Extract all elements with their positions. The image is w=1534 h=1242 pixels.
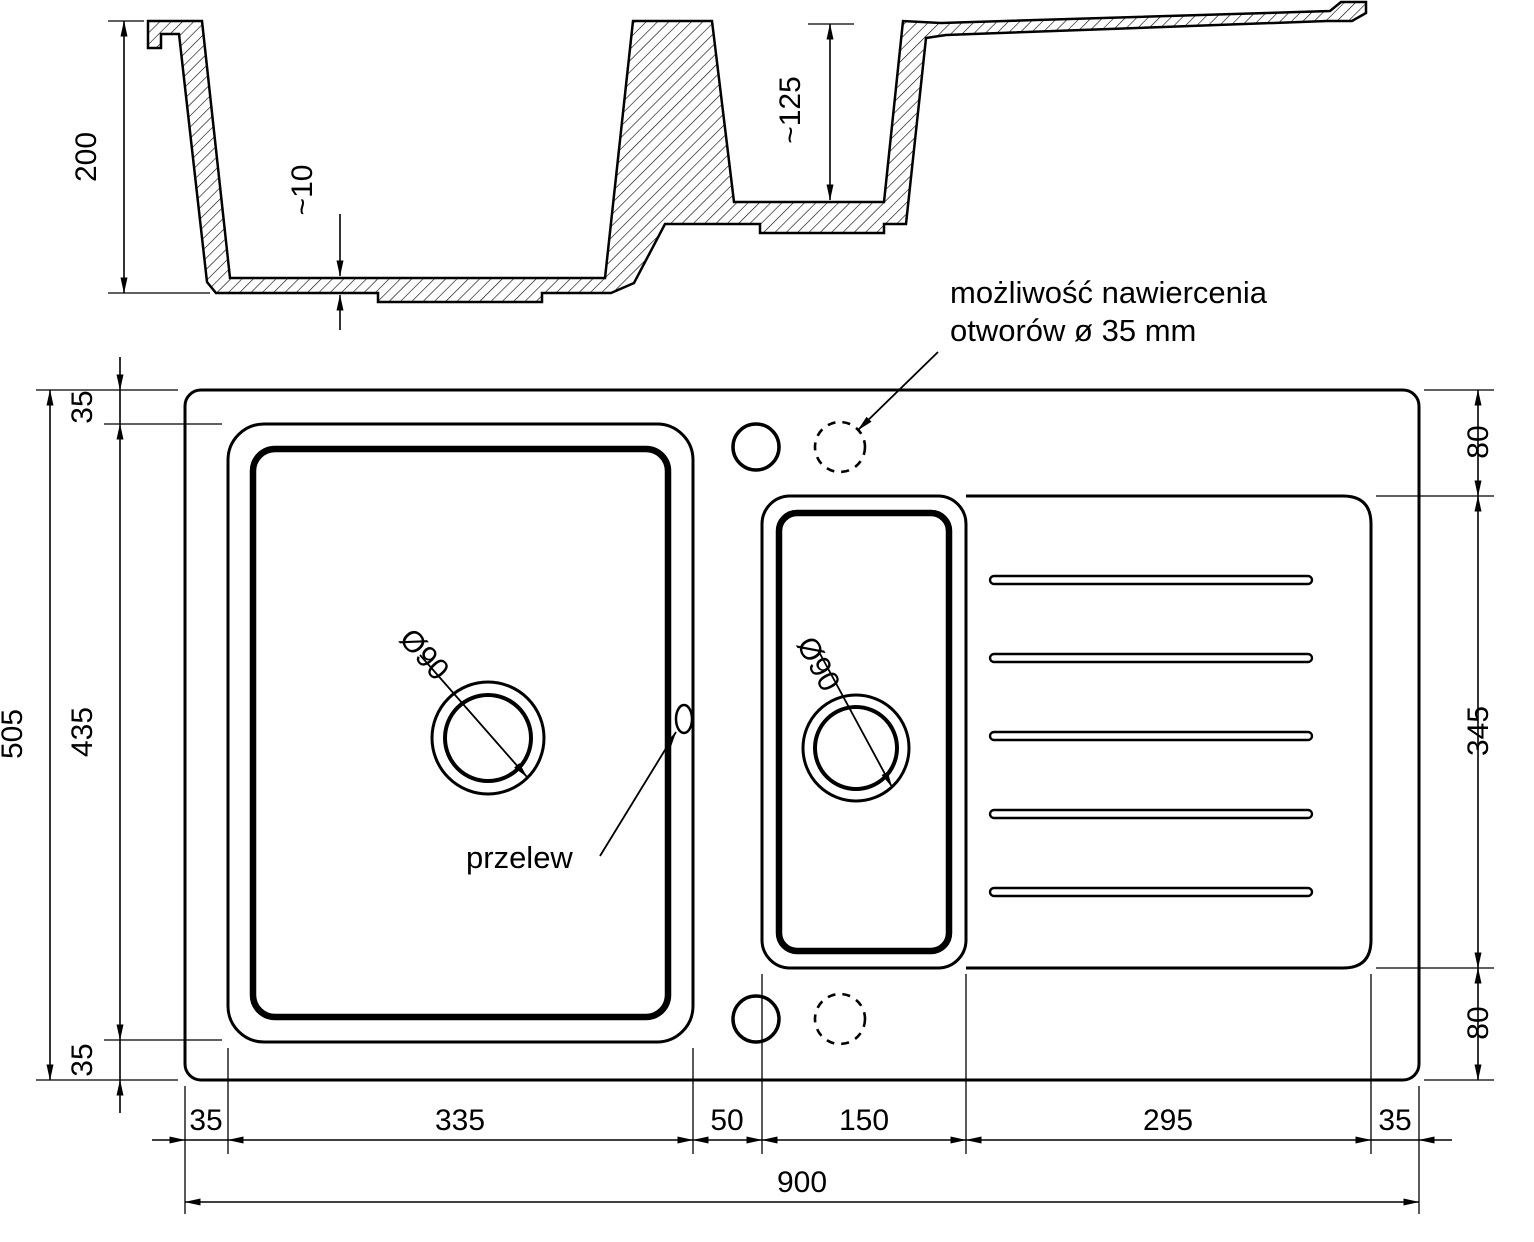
drainer-groove bbox=[988, 652, 1314, 664]
section-dim-total-depth: 200 bbox=[70, 20, 210, 294]
tap-hole-bottom bbox=[731, 994, 781, 1044]
optional-hole-bottom bbox=[813, 992, 867, 1046]
dim-label-main-bowl-width: 335 bbox=[435, 1104, 485, 1137]
dim-label-divider-width: 50 bbox=[710, 1104, 743, 1137]
dim-label-bowl-length: 435 bbox=[66, 707, 99, 757]
small-drain-outer bbox=[801, 693, 911, 803]
dim-label-right-inset: 35 bbox=[1378, 1104, 1411, 1137]
small-drain-inner bbox=[813, 705, 899, 791]
dim-label-bottom-inset: 35 bbox=[66, 1043, 99, 1076]
drill-note-line1: możliwość nawiercenia bbox=[950, 275, 1268, 310]
section-dim-bottom-thickness: ~10 bbox=[286, 165, 344, 330]
section-dim-small-bowl-depth: ~125 bbox=[774, 23, 854, 201]
dim-label-right-drainer: 345 bbox=[1462, 706, 1495, 756]
dim-label-right-bottom: 80 bbox=[1462, 1006, 1495, 1039]
dim-label-bottom-thickness: ~10 bbox=[286, 165, 319, 216]
drainer-groove bbox=[988, 808, 1314, 820]
small-bowl-inner bbox=[775, 509, 953, 955]
drainer-grooves bbox=[988, 574, 1314, 898]
drill-note-line2: otworów ø 35 mm bbox=[950, 313, 1196, 348]
section-material-profile bbox=[146, 0, 1368, 304]
overflow-callout: przelew bbox=[466, 703, 694, 875]
main-drain-leader bbox=[419, 654, 528, 778]
drainer-groove bbox=[988, 574, 1314, 586]
drainer-groove bbox=[988, 886, 1314, 898]
plan-dimensions: 35 435 35 505 80 345 80 35 33 bbox=[0, 357, 1495, 1214]
dim-label-left-inset: 35 bbox=[189, 1104, 222, 1137]
main-bowl-inner bbox=[249, 445, 672, 1021]
dim-label-small-bowl-depth: ~125 bbox=[774, 76, 807, 144]
overflow-label: przelew bbox=[466, 840, 573, 875]
dim-label-drainer-width: 295 bbox=[1143, 1104, 1193, 1137]
dim-label-top-inset: 35 bbox=[66, 390, 99, 423]
overflow-leader bbox=[599, 731, 677, 857]
drill-note-callout: możliwość nawiercenia otworów ø 35 mm bbox=[857, 275, 1268, 431]
plan-view: Ø90 Ø90 przelew możliwość nawiercenia ot… bbox=[183, 275, 1421, 1082]
dim-label-overall-depth: 505 bbox=[0, 709, 29, 759]
dim-label-small-bowl-width: 150 bbox=[839, 1104, 889, 1137]
dim-label-overall-width: 900 bbox=[777, 1166, 827, 1199]
tap-hole-top bbox=[731, 422, 781, 472]
section-view: 200 ~10 ~125 bbox=[70, 0, 1368, 330]
main-drain-outer bbox=[430, 680, 546, 796]
drainer-groove bbox=[988, 730, 1314, 742]
small-drain-leader bbox=[817, 649, 893, 788]
dim-label-right-top: 80 bbox=[1462, 425, 1495, 458]
main-drain-inner bbox=[443, 693, 533, 783]
optional-hole-top bbox=[813, 420, 867, 474]
dim-label-total-depth: 200 bbox=[70, 132, 103, 182]
overflow-slot bbox=[674, 703, 694, 735]
drainer-outline bbox=[966, 494, 1373, 970]
drill-note-leader bbox=[857, 351, 939, 431]
